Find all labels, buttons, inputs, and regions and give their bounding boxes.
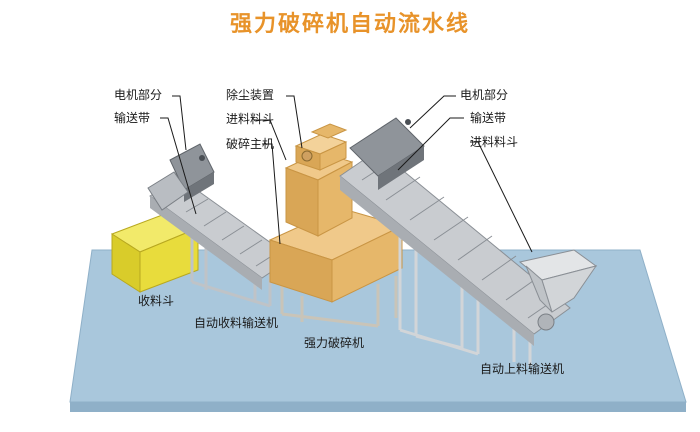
page-title: 强力破碎机自动流水线: [229, 12, 470, 37]
right-motor: [349, 117, 425, 190]
label-left-motor: 电机部分: [114, 88, 163, 102]
left-motor: [147, 143, 215, 211]
crusher-legs: [280, 276, 398, 328]
label-collect-hopper: 收料斗: [138, 294, 175, 308]
label-dust-removal: 除尘装置: [226, 88, 275, 102]
label-feed-hopper-center: 进料料斗: [226, 112, 275, 126]
label-auto-feed-conveyor: 自动上料输送机: [480, 362, 565, 376]
label-feed-hopper-right: 进料料斗: [470, 135, 519, 149]
label-left-belt: 输送带: [114, 111, 151, 125]
label-crusher: 强力破碎机: [304, 336, 365, 350]
label-right-motor: 电机部分: [460, 88, 509, 102]
label-crusher-main: 破碎主机: [226, 137, 275, 151]
right-feed-hopper: [518, 249, 598, 331]
label-auto-collect-conveyor: 自动收料输送机: [194, 316, 279, 330]
leader-lines: [160, 95, 533, 253]
label-right-belt: 输送带: [470, 111, 507, 125]
